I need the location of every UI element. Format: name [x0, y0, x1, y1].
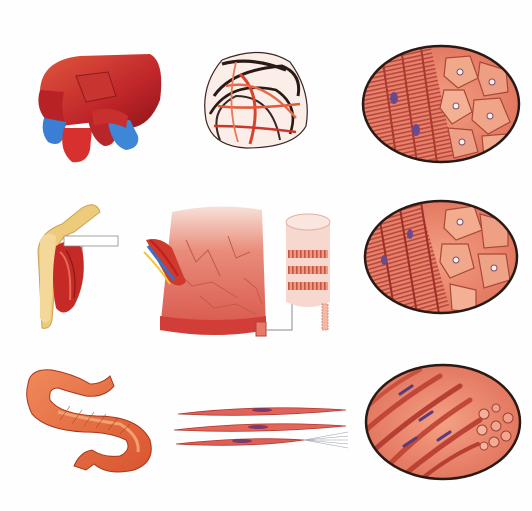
heart-fibers-diagram	[205, 52, 308, 148]
skeletal-tissue-micrograph	[346, 188, 517, 327]
smooth-tissue-micrograph	[366, 365, 520, 480]
smooth-muscle-cells	[174, 408, 348, 448]
muscle-fascicle-block	[144, 206, 292, 336]
heart-illustration	[38, 54, 161, 162]
stomach-illustration	[27, 370, 152, 472]
arm-bone-and-muscle	[38, 205, 118, 329]
muscle-fiber-cylinder	[286, 214, 330, 330]
cardiac-tissue-micrograph	[350, 37, 519, 173]
